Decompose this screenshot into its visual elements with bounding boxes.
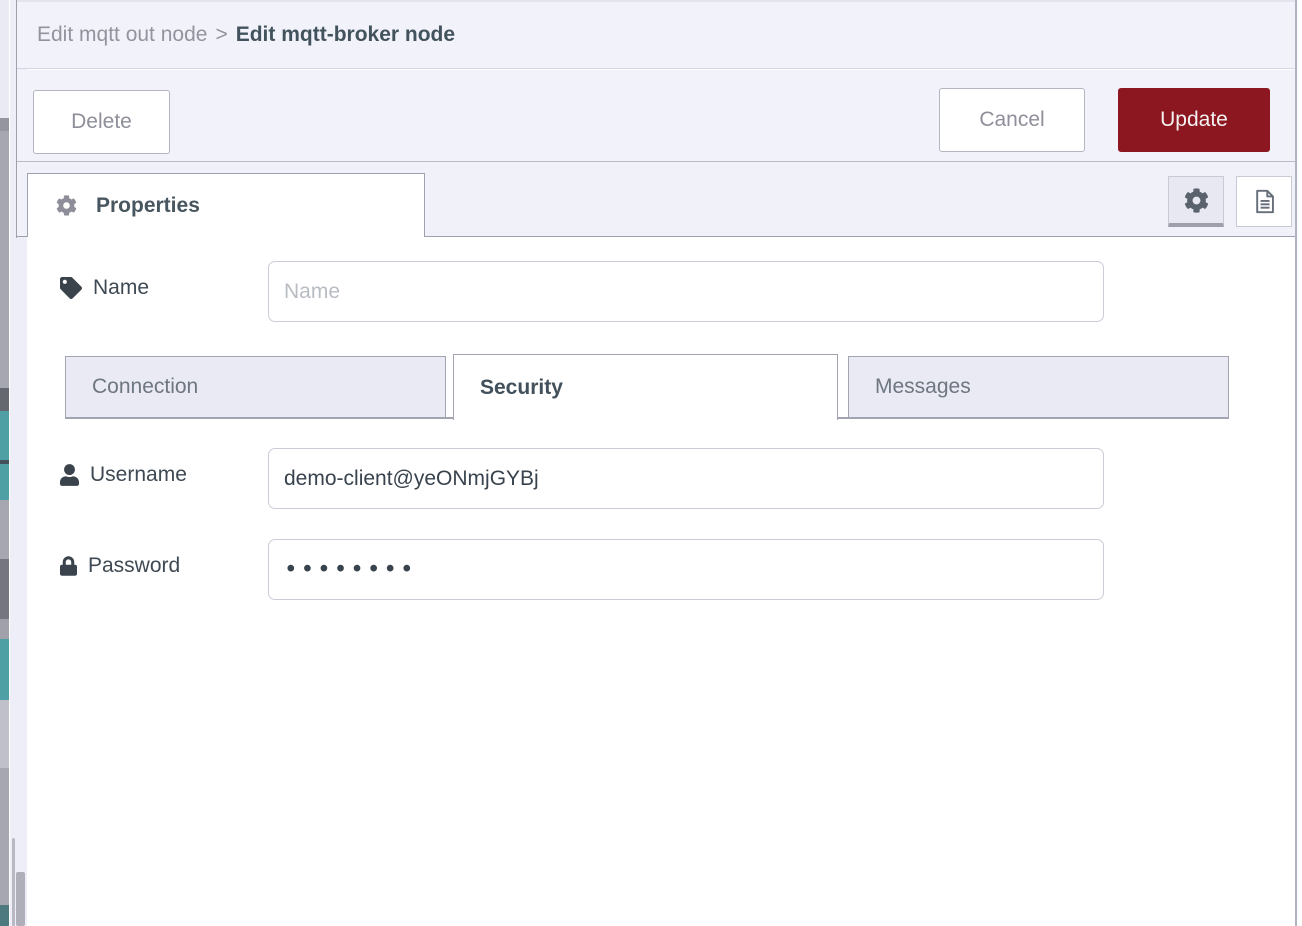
breadcrumb-current: Edit mqtt-broker node [235,23,456,46]
tray-right-margin [1297,0,1302,926]
document-icon [1251,188,1278,215]
edit-description-button[interactable] [1236,176,1292,227]
palette-segment [0,700,9,768]
palette-segment [0,619,9,639]
palette-segment [0,460,9,464]
palette-node-teal [0,464,9,500]
tray-toolbar: Delete Cancel Update [17,70,1295,162]
palette-node-teal [0,639,9,700]
password-field-label-group: Password [60,554,180,578]
cancel-button[interactable]: Cancel [939,88,1085,152]
tag-icon [60,277,82,299]
breadcrumb-separator: > [215,23,228,46]
username-input[interactable] [268,448,1104,509]
palette-segment [0,559,9,619]
user-icon [60,464,79,486]
username-label: Username [90,463,187,486]
edit-properties-button[interactable] [1168,176,1224,227]
gear-icon [56,195,77,216]
password-input[interactable] [268,539,1104,600]
scrollbar-thumb[interactable] [16,872,25,926]
tab-messages[interactable]: Messages [848,356,1229,418]
password-label: Password [88,554,181,577]
palette-segment [0,118,9,131]
tray-left-border [16,0,17,238]
palette-segment [0,0,9,118]
username-field-label-group: Username [60,463,187,487]
tray-right-border [1295,0,1297,926]
name-input[interactable] [268,261,1104,322]
name-label: Name [93,276,150,299]
palette-segment [0,905,9,926]
update-button[interactable]: Update [1118,88,1270,152]
palette-node-teal [0,411,9,460]
palette-segment [0,388,9,411]
lock-icon [60,555,77,577]
workspace-palette-sliver [0,0,9,926]
delete-button[interactable]: Delete [33,90,170,154]
tray-header: Edit mqtt out node > Edit mqtt-broker no… [17,0,1295,69]
tab-properties-label: Properties [96,193,200,217]
tab-security[interactable]: Security [453,354,838,420]
breadcrumb-parent[interactable]: Edit mqtt out node [37,23,208,46]
scrollbar-thumb[interactable] [12,838,15,926]
name-field-label-group: Name [60,276,149,300]
properties-tab-row: Properties [17,162,1295,237]
gear-icon [1184,187,1209,213]
tab-connection[interactable]: Connection [65,356,446,418]
tab-properties[interactable]: Properties [27,173,425,237]
